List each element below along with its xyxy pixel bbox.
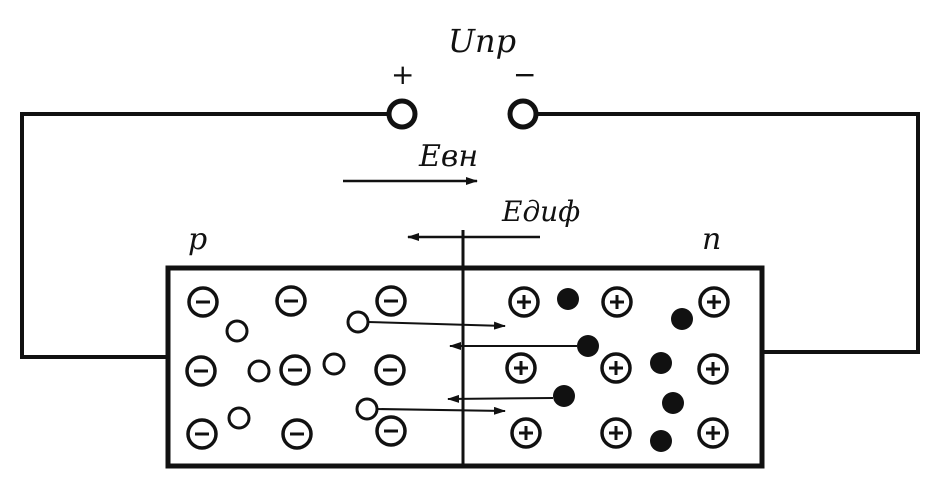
donor-ions <box>505 286 730 449</box>
negative-ion <box>374 354 406 386</box>
positive-ion <box>697 353 729 385</box>
positive-ion <box>698 286 730 318</box>
negative-ion <box>279 354 311 386</box>
electron <box>577 335 599 357</box>
positive-ion <box>600 352 632 384</box>
electron <box>671 308 693 330</box>
hole-injection-arrow <box>376 406 506 415</box>
negative-ion <box>281 418 313 450</box>
negative-terminal <box>507 98 539 130</box>
p-region-label: p <box>188 222 207 257</box>
negative-ion <box>187 286 219 318</box>
n-region-label: n <box>702 222 721 257</box>
diffusion-field-label: Eдиф <box>501 195 580 228</box>
electron <box>650 352 672 374</box>
right-wire <box>536 112 920 354</box>
positive-ion <box>508 286 540 318</box>
positive-ion <box>697 417 729 449</box>
electrons <box>553 288 693 452</box>
hole <box>247 359 271 383</box>
electron <box>553 385 575 407</box>
electron-injection-arrow <box>447 394 554 403</box>
holes <box>225 310 379 430</box>
hole <box>355 397 379 421</box>
positive-ion <box>601 286 633 318</box>
positive-ion <box>510 417 542 449</box>
external-field-label: Eвн <box>418 139 478 174</box>
hole <box>225 319 249 343</box>
left-wire <box>20 112 389 359</box>
positive-ion <box>600 417 632 449</box>
negative-ion <box>375 415 407 447</box>
electron <box>662 392 684 414</box>
acceptor-ions <box>185 285 407 450</box>
negative-ion <box>185 355 217 387</box>
negative-ion <box>375 285 407 317</box>
hole <box>346 310 370 334</box>
electron <box>557 288 579 310</box>
source-voltage-label: Uпр <box>448 22 516 60</box>
hole-injection-arrow <box>367 321 506 330</box>
negative-ion <box>186 418 218 450</box>
positive-ion <box>505 352 537 384</box>
plus-sign: + <box>391 58 414 91</box>
electron <box>650 430 672 452</box>
positive-terminal <box>386 98 418 130</box>
hole <box>227 406 251 430</box>
negative-ion <box>275 285 307 317</box>
minus-sign: − <box>513 58 536 91</box>
hole <box>322 352 346 376</box>
